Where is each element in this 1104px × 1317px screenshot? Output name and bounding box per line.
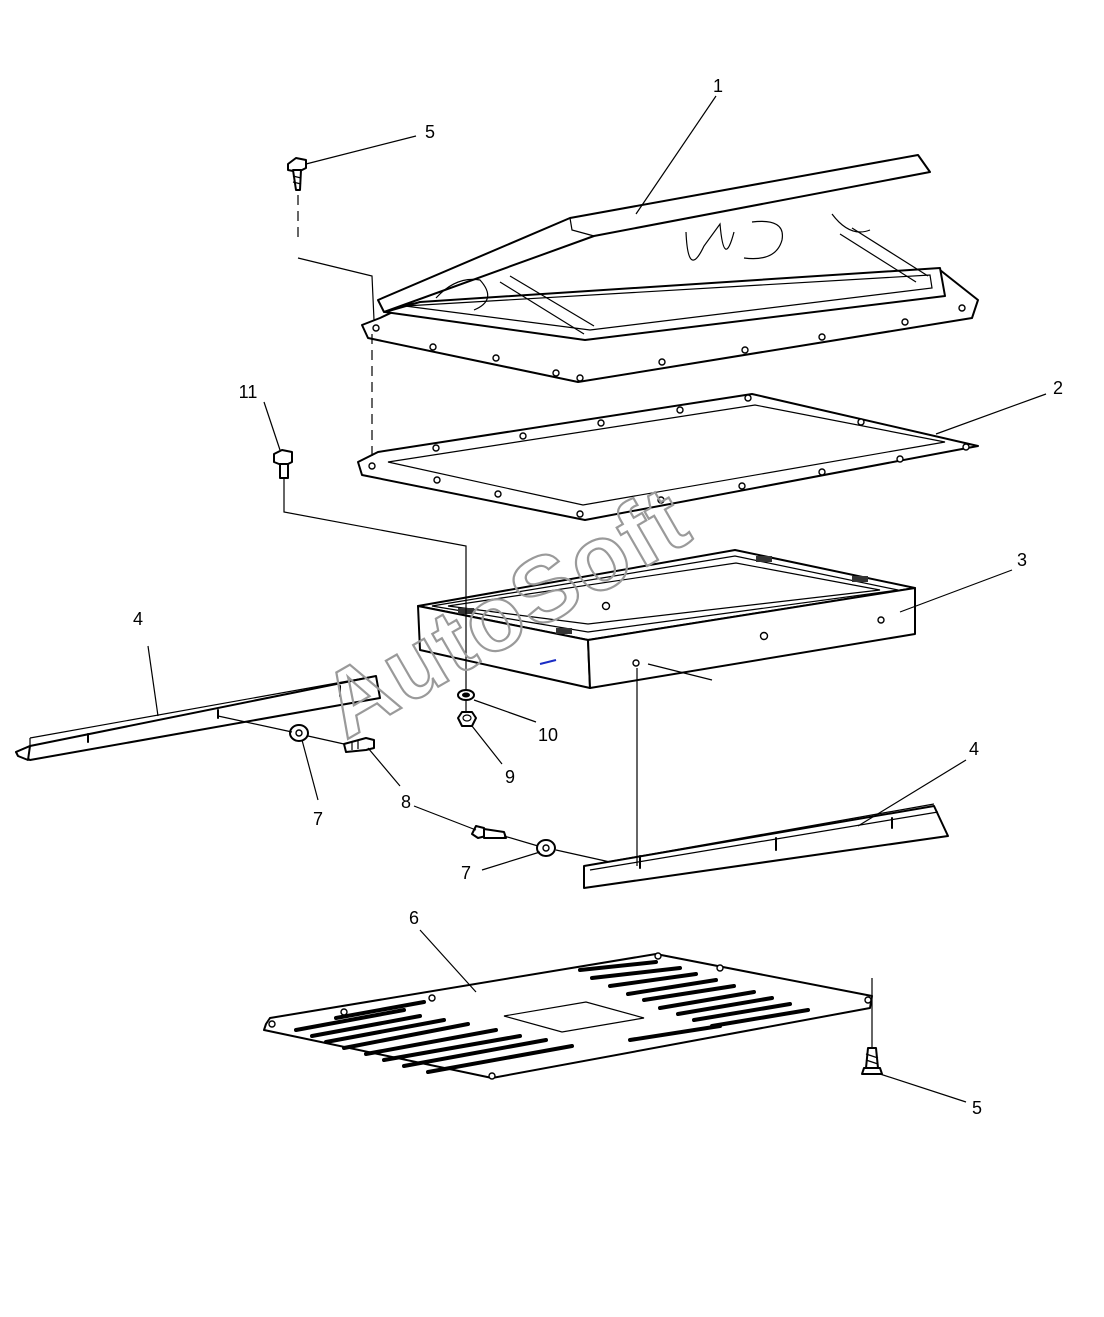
assembly-lines: [217, 195, 873, 1048]
part-1-hatch-assembly: [361, 154, 979, 383]
callout-8: 8: [401, 792, 411, 812]
callout-11: 11: [239, 382, 258, 402]
part-6-vented-cover-plate: [263, 952, 873, 1080]
callout-4-right: 4: [969, 739, 979, 759]
part-2-gasket: [357, 393, 979, 521]
part-9-nut: [457, 711, 477, 727]
callout-5-bottom: 5: [972, 1098, 982, 1118]
part-7-washer-upper: [289, 724, 309, 742]
part-4-right-angle-bracket: [583, 803, 949, 889]
callout-7-lower: 7: [461, 863, 471, 883]
part-5-screw-top: [287, 157, 307, 191]
callout-6: 6: [409, 908, 419, 928]
part-8-screw-upper: [343, 737, 375, 753]
part-5-screw-bottom: [861, 1047, 883, 1075]
part-11-bolt: [273, 449, 293, 479]
part-3-frame-box: [417, 549, 916, 689]
callout-3: 3: [1017, 550, 1027, 570]
callout-4-left: 4: [133, 609, 143, 629]
part-4-left-angle-bracket: [15, 675, 381, 761]
leader-lines: [147, 95, 1047, 1103]
callout-5-top: 5: [425, 122, 435, 142]
callout-10: 10: [538, 725, 558, 745]
part-8-screw-lower: [471, 825, 507, 839]
callout-9: 9: [505, 767, 515, 787]
part-7-washer-lower: [536, 839, 556, 857]
callout-labels: 1 2 3 4 4 5 5 6 7 7 8 9 10 11: [133, 76, 1063, 1118]
callout-1: 1: [713, 76, 723, 96]
callout-2: 2: [1053, 378, 1063, 398]
callout-7-upper: 7: [313, 809, 323, 829]
